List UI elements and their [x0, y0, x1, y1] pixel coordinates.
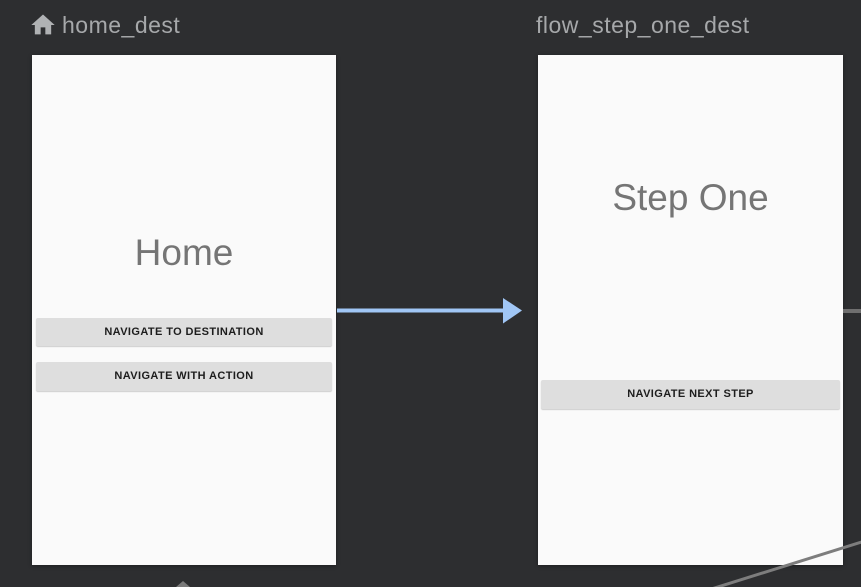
action-arrowhead-incoming-bottom[interactable]: [176, 581, 190, 587]
action-arrowhead-home-to-step-one[interactable]: [503, 298, 522, 324]
preview-title-step-one: Step One: [612, 177, 769, 218]
preview-button-navigate-with-action: NAVIGATE WITH ACTION: [36, 362, 332, 391]
preview-button-navigate-to-destination: NAVIGATE TO DESTINATION: [36, 318, 332, 346]
destination-label-home[interactable]: home_dest: [62, 11, 181, 38]
action-line-step-one-offscreen-right[interactable]: [843, 309, 861, 313]
preview-title-home: Home: [134, 232, 234, 273]
destination-header-home[interactable]: home_dest: [29, 10, 180, 40]
destination-preview-home[interactable]: Home NAVIGATE TO DESTINATION NAVIGATE WI…: [32, 55, 336, 565]
preview-button-navigate-next-step: NAVIGATE NEXT STEP: [541, 380, 840, 409]
destination-label-step-one[interactable]: flow_step_one_dest: [536, 11, 750, 38]
destination-header-step-one[interactable]: flow_step_one_dest: [536, 10, 750, 40]
home-icon: [31, 14, 55, 35]
destination-preview-step-one[interactable]: Step One NAVIGATE NEXT STEP: [538, 55, 843, 565]
